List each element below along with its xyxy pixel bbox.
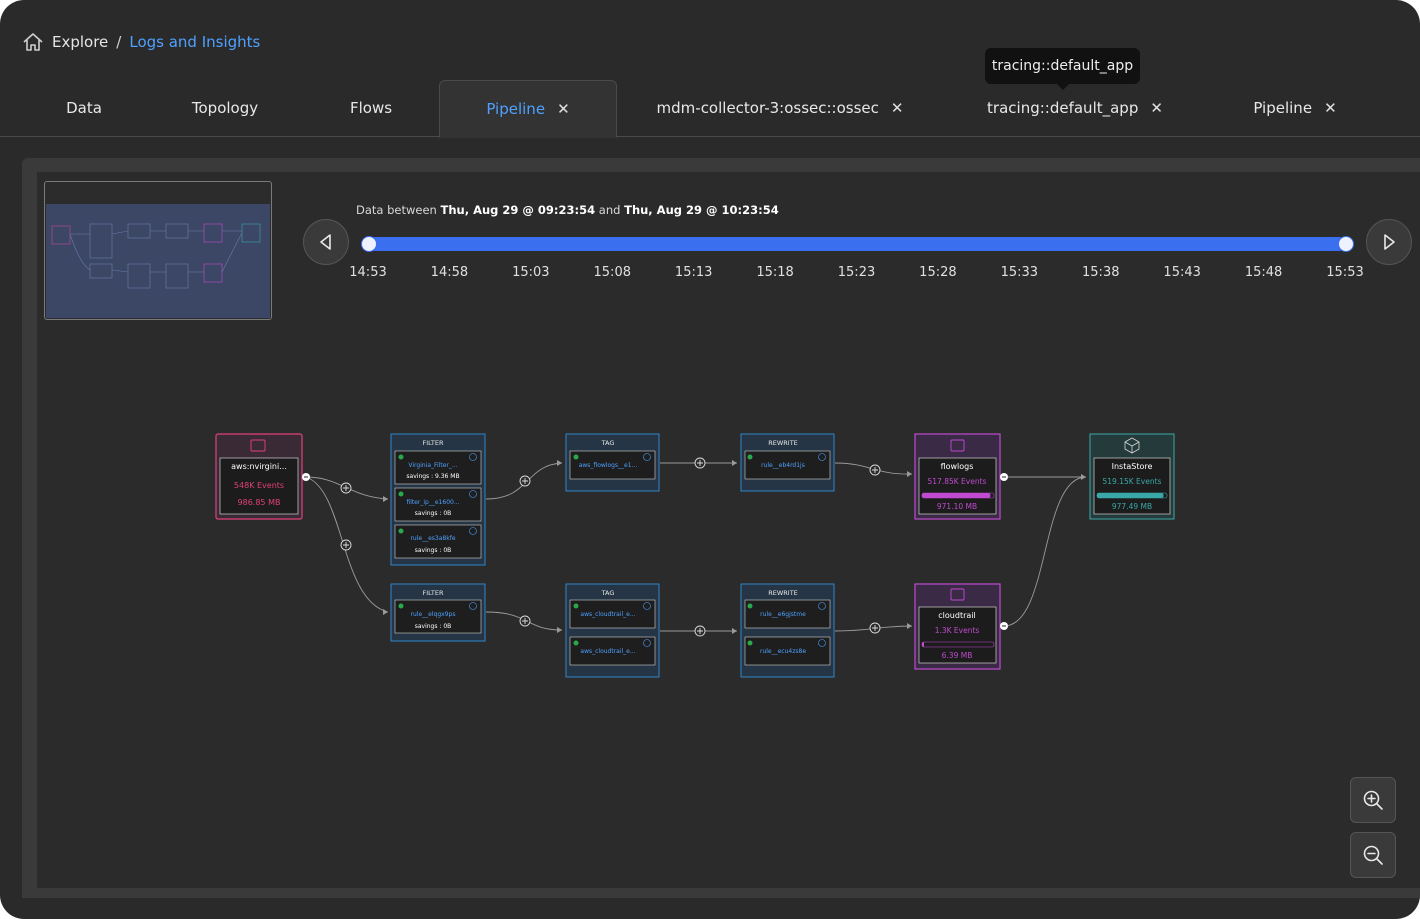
close-icon[interactable]: ✕ bbox=[890, 99, 904, 117]
timeline-tick: 15:08 bbox=[593, 265, 631, 280]
timeline-tick: 15:13 bbox=[674, 265, 713, 280]
tab-label: Pipeline bbox=[486, 100, 546, 118]
timeline-prev-button[interactable] bbox=[303, 219, 349, 265]
tab-label: mdm-collector-3:ossec::ossec bbox=[656, 99, 879, 117]
tab-label: Data bbox=[66, 99, 102, 117]
timeline-tick: 15:03 bbox=[512, 265, 550, 280]
zoom-out-icon bbox=[1363, 845, 1383, 865]
timeline-tick: 15:48 bbox=[1244, 265, 1283, 280]
timeline-tick: 15:23 bbox=[837, 265, 876, 280]
zoom-out-button[interactable] bbox=[1350, 832, 1396, 878]
breadcrumb-current[interactable]: Logs and Insights bbox=[129, 33, 261, 51]
triangle-left-icon bbox=[320, 234, 331, 250]
tab-tooltip: tracing::default_app bbox=[985, 48, 1140, 90]
tab-tracing[interactable]: tracing::default_app ✕ bbox=[975, 80, 1175, 136]
timeline-prefix: Data between bbox=[356, 203, 437, 217]
timeline-tick: 15:38 bbox=[1082, 265, 1120, 280]
tab-pipeline-active[interactable]: Pipeline ✕ bbox=[439, 80, 617, 138]
breadcrumb-explore[interactable]: Explore bbox=[52, 33, 109, 51]
timeline-and: and bbox=[598, 203, 621, 217]
home-icon[interactable] bbox=[22, 31, 44, 53]
timeline-range: Data between Thu, Aug 29 @ 09:23:54 and … bbox=[356, 203, 779, 217]
timeline-start: Thu, Aug 29 @ 09:23:54 bbox=[440, 203, 596, 217]
zoom-in-button[interactable] bbox=[1350, 777, 1396, 823]
timeline-tick: 15:18 bbox=[756, 265, 794, 280]
tab-mdm-collector[interactable]: mdm-collector-3:ossec::ossec ✕ bbox=[640, 80, 920, 136]
timeline-start-handle[interactable] bbox=[361, 236, 377, 252]
timeline-next-button[interactable] bbox=[1366, 219, 1412, 265]
tab-bar: Data Topology Flows Pipeline ✕ mdm-collec… bbox=[0, 80, 1420, 138]
minimap-graph bbox=[51, 223, 261, 289]
tab-pipeline[interactable]: Pipeline ✕ bbox=[1230, 80, 1360, 136]
triangle-right-icon bbox=[1384, 234, 1395, 250]
timeline-tick: 15:53 bbox=[1326, 265, 1364, 280]
breadcrumb: Explore / Logs and Insights bbox=[22, 30, 260, 54]
timeline-tick: 15:33 bbox=[1000, 265, 1039, 280]
timeline-end: Thu, Aug 29 @ 10:23:54 bbox=[624, 203, 779, 217]
timeline-tick: 15:43 bbox=[1163, 265, 1201, 280]
tab-label: Topology bbox=[191, 99, 259, 117]
minimap-viewport bbox=[46, 204, 270, 318]
tab-flows[interactable]: Flows bbox=[318, 80, 424, 136]
timeline-tick: 14:53 bbox=[349, 265, 387, 280]
close-icon[interactable]: ✕ bbox=[1150, 99, 1163, 117]
close-icon[interactable]: ✕ bbox=[1324, 99, 1337, 117]
tab-label: Flows bbox=[349, 99, 393, 117]
close-icon[interactable]: ✕ bbox=[557, 100, 570, 118]
timeline-tick: 14:58 bbox=[430, 265, 469, 280]
timeline-tick: 15:28 bbox=[919, 265, 957, 280]
tab-topology[interactable]: Topology bbox=[165, 80, 285, 136]
tab-label: tracing::default_app bbox=[987, 99, 1139, 117]
zoom-in-icon bbox=[1363, 790, 1383, 810]
minimap[interactable] bbox=[44, 181, 272, 320]
timeline-end-handle[interactable] bbox=[1338, 236, 1354, 252]
tab-label: Pipeline bbox=[1253, 99, 1313, 117]
tab-data[interactable]: Data bbox=[30, 80, 138, 136]
timeline-track[interactable] bbox=[368, 237, 1346, 251]
breadcrumb-separator: / bbox=[116, 33, 122, 51]
